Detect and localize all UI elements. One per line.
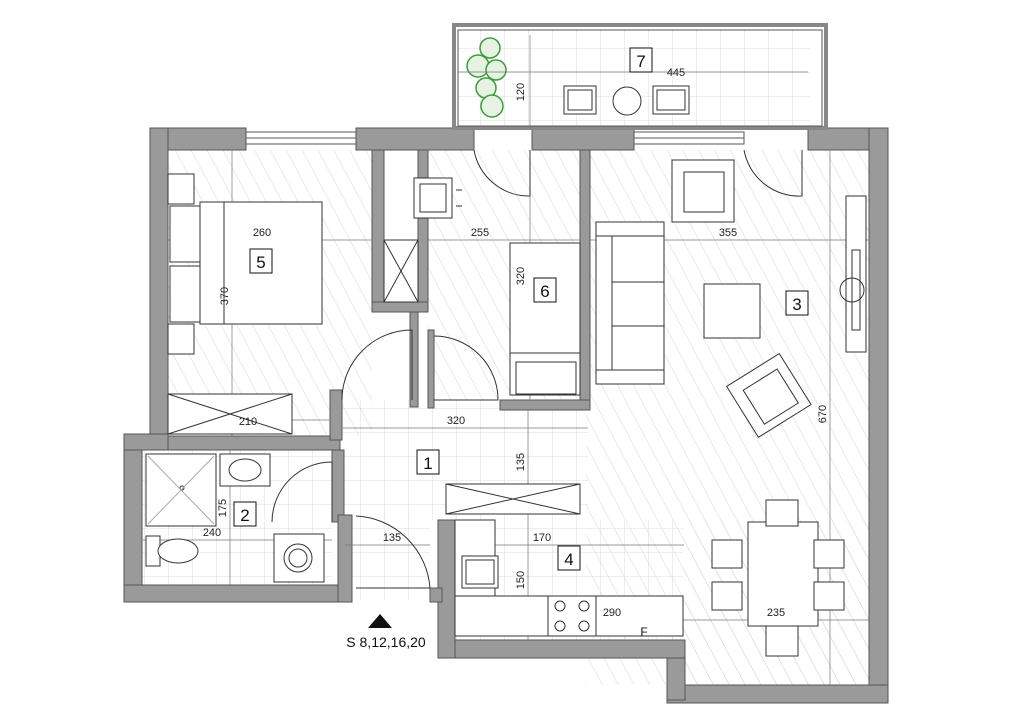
nightstand-icon [167,323,195,355]
kitchen-f-label: F [640,625,647,639]
nightstand-icon [167,173,195,205]
balcony-chair-icon [563,85,597,115]
wall-room6-bottom [499,399,591,411]
wall-bath-left [123,433,143,603]
dim-hall-height: 135 [515,453,527,471]
wall-bath-right [331,449,345,523]
wall-closet-bottom [371,301,429,313]
doors [271,149,803,589]
wall-part-low [409,311,419,408]
balcony-chair-icon [652,85,690,115]
wall-part-low2 [427,329,435,409]
wall-entry-right [429,587,443,603]
wall-top-mid2 [531,127,635,151]
furniture [145,159,867,657]
dim-dining-width: 235 [767,607,785,619]
dim-bath-width: 240 [203,527,221,539]
door-room6 [433,335,499,401]
door-balcony-left [473,149,531,197]
dim-room6-width: 255 [471,227,489,239]
dim-room5-bottom: 210 [239,416,257,428]
dim-bath-height: 175 [217,499,229,517]
dim-room6-height: 320 [515,267,527,285]
balcony-railing [452,23,828,130]
chair-icon [765,499,799,527]
room-5-label: 5 [256,253,265,272]
wall-bath-bottom [123,584,353,603]
wall-bed-right [329,389,343,441]
dim-hall-width: 320 [447,415,465,427]
wall-kitchen-bottom [437,639,686,659]
cooktop-icon [547,595,597,637]
room-7-label: 7 [636,52,645,71]
dim-balcony-depth: 120 [515,83,527,101]
room-2-label: 2 [240,506,249,525]
dining-table-icon [747,521,819,627]
chair-icon [711,539,743,569]
door-bedroom [341,329,413,401]
entry-floor [345,510,430,600]
dim-entry-width: 135 [383,532,401,544]
wall-room6-living [579,149,591,409]
balcony [452,23,828,130]
dim-kitchen-height: 150 [515,571,527,589]
dim-balcony-width: 445 [667,67,685,79]
windows [245,131,745,145]
door-bathroom [271,461,333,523]
chair-icon [813,581,845,611]
wall-bath-top [123,433,169,451]
balcony-table-icon [612,86,642,116]
wall-bed-room6 [371,149,385,311]
wall-closet-right [417,149,429,311]
dim-room3-width: 355 [719,227,737,239]
wall-top-mid [355,127,475,151]
plant-icon [466,37,507,118]
dim-kitchen-length: 290 [603,607,621,619]
wall-bath-right-low [337,514,353,603]
room-labels: 5 6 3 1 2 4 7 [233,47,809,571]
dim-room5-width: 260 [253,227,271,239]
chair-icon [765,625,799,657]
wall-left [149,127,169,437]
dim-room5-height: 370 [219,287,231,305]
wall-bottom-right [666,684,889,704]
room-1-label: 1 [423,454,432,473]
sofa-icon [595,221,665,385]
dim-room3-height: 670 [817,405,829,423]
door-balcony-right [743,149,803,197]
tv-icon [851,249,861,331]
room-6-label: 6 [540,282,549,301]
room-4-label: 4 [564,550,573,569]
wall-right [868,127,889,689]
room-3-label: 3 [792,295,801,314]
dimension-labels: 260 370 210 255 320 355 670 320 135 240 … [203,67,829,619]
chair-icon [813,539,845,569]
staircase-label: S 8,12,16,20 [346,634,426,650]
coffee-table-icon [703,283,761,339]
door-entrance [355,515,431,589]
entrance-arrow-icon [368,614,392,628]
wall-bed-bottom [167,435,341,451]
walls [123,127,889,704]
chair-icon [711,581,743,611]
dim-kitchen-width: 170 [533,532,551,544]
